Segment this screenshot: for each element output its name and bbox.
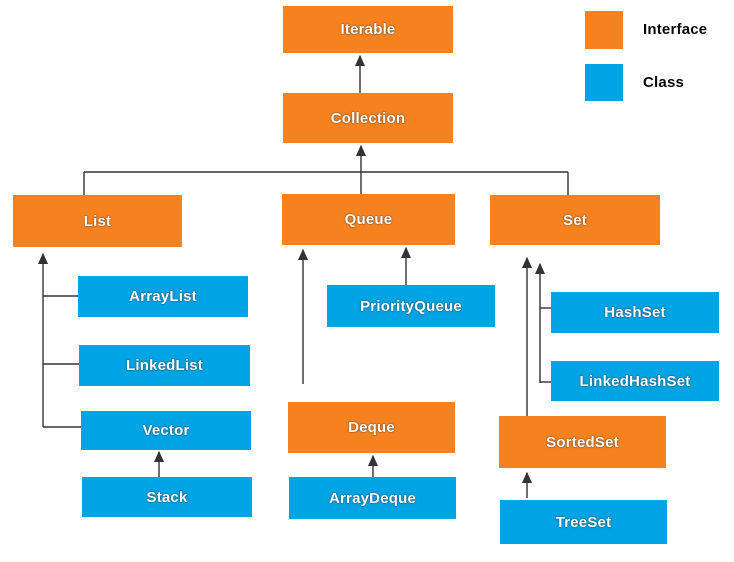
- node-linkedhashset: LinkedHashSet: [551, 361, 719, 401]
- node-deque: Deque: [288, 402, 455, 453]
- node-hashset: HashSet: [551, 292, 719, 333]
- legend-interface-swatch: [585, 11, 623, 49]
- node-arraydeque: ArrayDeque: [289, 477, 456, 519]
- node-iterable: Iterable: [283, 6, 453, 53]
- legend-class-swatch: [585, 64, 623, 101]
- node-stack: Stack: [82, 477, 252, 517]
- node-vector: Vector: [81, 411, 251, 450]
- node-list: List: [13, 195, 182, 247]
- node-linkedlist: LinkedList: [79, 345, 250, 386]
- node-arraylist: ArrayList: [78, 276, 248, 317]
- node-priorityqueue: PriorityQueue: [327, 285, 495, 327]
- legend-class-label: Class: [643, 74, 685, 91]
- node-set: Set: [490, 195, 660, 245]
- node-queue: Queue: [282, 194, 455, 245]
- node-treeset: TreeSet: [500, 500, 667, 544]
- node-sortedset: SortedSet: [499, 416, 666, 468]
- legend-interface-label: Interface: [643, 21, 708, 38]
- node-collection: Collection: [283, 93, 453, 143]
